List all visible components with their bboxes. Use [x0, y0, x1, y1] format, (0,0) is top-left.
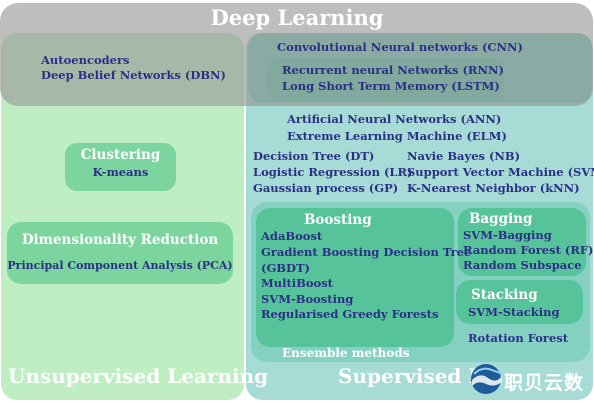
lstm-label: Long Short Term Memory (LSTM)	[282, 79, 500, 93]
stacking-box	[456, 280, 583, 324]
boosting-item: MultiBoost	[261, 276, 333, 290]
bagging-item: Random Forest (RF)	[463, 243, 594, 257]
stacking-title: Stacking	[471, 287, 538, 303]
gaussian-process-label: Gaussian process (GP)	[253, 181, 399, 195]
bagging-item: Random Subspace	[463, 258, 582, 272]
ann-label: Artificial Neural Networks (ANN)	[287, 112, 502, 126]
bagging-box	[458, 208, 586, 276]
unsupervised-learning-title: Unsupervised Learning	[8, 364, 269, 388]
rotation-forest-label: Rotation Forest	[468, 331, 569, 345]
ensemble-methods-label: Ensemble methods	[282, 346, 410, 360]
knn-label: K-Nearest Neighbor (kNN)	[407, 181, 580, 195]
boosting-title: Boosting	[304, 212, 372, 228]
rnn-label: Recurrent neural Networks (RNN)	[282, 63, 504, 77]
boosting-item: (GBDT)	[261, 261, 310, 275]
autoencoders-label: Autoencoders	[41, 53, 130, 67]
boosting-box	[256, 208, 454, 347]
clustering-title: Clustering	[80, 147, 161, 163]
svm-label: Support Vector Machine (SVM)	[407, 165, 594, 179]
boosting-item: AdaBoost	[261, 229, 323, 243]
cnn-label: Convolutional Neural networks (CNN)	[277, 40, 523, 54]
bagging-item: SVM-Bagging	[463, 228, 552, 242]
elm-label: Extreme Learning Machine (ELM)	[287, 129, 507, 143]
supervised-learning-title: Supervised L	[338, 364, 483, 388]
dbn-label: Deep Belief Networks (DBN)	[41, 68, 226, 82]
clustering-box	[65, 143, 176, 191]
watermark-logo: 职贝云数	[468, 360, 592, 400]
kmeans-label: K-means	[92, 165, 149, 179]
pca-label: Principal Component Analysis (PCA)	[7, 259, 233, 272]
bagging-title: Bagging	[469, 211, 533, 227]
logo-globe-icon	[471, 364, 503, 394]
dimensionality-reduction-box	[7, 222, 233, 284]
naive-bayes-label: Navie Bayes (NB)	[407, 149, 521, 163]
logo-text: 职贝云数	[504, 372, 585, 394]
boosting-item: SVM-Boosting	[261, 292, 354, 306]
logistic-regression-label: Logistic Regression (LR)	[253, 165, 413, 179]
dimensionality-reduction-title: Dimensionality Reduction	[21, 232, 219, 248]
deep-learning-region	[0, 3, 593, 106]
boosting-item: Regularised Greedy Forests	[261, 307, 439, 321]
decision-tree-label: Decision Tree (DT)	[253, 149, 375, 163]
stacking-item: SVM-Stacking	[468, 305, 560, 319]
boosting-item: Gradient Boosting Decision Tree	[261, 245, 472, 259]
deep-learning-title: Deep Learning	[210, 5, 384, 30]
